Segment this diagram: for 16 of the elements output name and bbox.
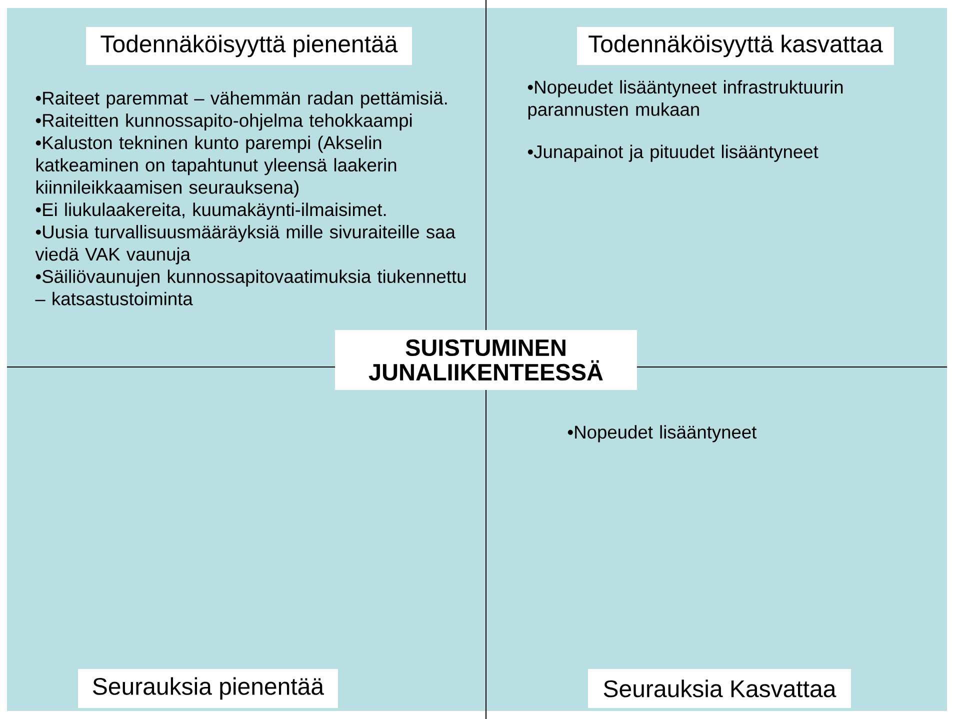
node-label: •Uusia turvallisuusmääräyksiä mille sivuraiteille saa viedä VAK vaunuja [35,224,456,264]
node-label: •Nopeudet lisääntyneet infrastruktuurin parannusten mukaan [528,80,843,120]
heading-box: Seurauksia pienentää [78,668,338,708]
bullet-list: •Nopeudet lisääntyneet [568,425,757,442]
node-label: •Ei liukulaakereita, kuumakäynti-ilmaisimet. [36,202,386,220]
heading-box: Seurauksia Kasvattaa [588,668,851,708]
node-label: •Junapainot ja pituudet lisääntyneet [528,144,818,162]
node-label: •Raiteet paremmat – vähemmän radan pettämisiä. [36,91,447,108]
node-label: •Raiteitten kunnossapito-ohjelma tehokkaampi [36,113,412,131]
node-label: •Säiliövaunujen kunnossapitovaatimuksia tiukennettu – katsastustoiminta [35,270,466,306]
bullet-list: •Nopeudet lisääntyneet infrastruktuurin parannusten mukaan •Junapainot ja pituudet lisääntyneet [528,80,843,162]
heading-box: Todennäköisyyttä pienentää [86,26,412,65]
node-label: •Kaluston tekninen kunto parempi (Akselin katkeaminen on tapahtunut yleensä laakerin kiinnileikkaamisen seurauksena) [36,136,396,198]
heading-box: Todennäköisyyttä kasvattaa [577,26,894,65]
title-box: SUISTUMINEN JUNALIIKENTEESSÄ [335,330,637,390]
bullet-list: •Raiteet paremmat – vähemmän radan pettämisiä. •Raiteitten kunnossapito-ohjelma tehokkaampi •Kaluston tekninen kunto parempi (Akselin katkeaminen on tapahtunut yleensä laakerin kiinnileikkaamisen seurauksena) •Ei liukulaakereita, kuumakäynti-ilmaisimet. •Uusia turvallisuusmääräyksiä mille sivuraiteille saa viedä VAK vaunuja •Säiliövaunujen kunnossapitovaatimuksia tiukennettu – katsastustoiminta [35,91,466,306]
